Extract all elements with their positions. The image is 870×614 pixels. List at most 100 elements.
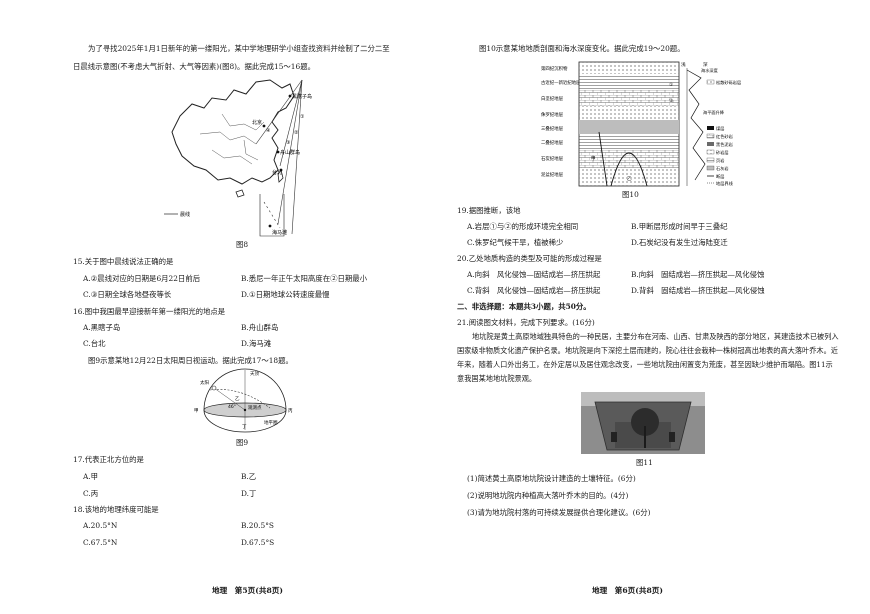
q17-option-a: A.甲 (83, 472, 99, 481)
right-page: 图10示意某地地质剖面和海水深度变化。据此完成19～20题。 第四纪沉积物 古近… (435, 0, 870, 614)
yi-label: 乙 (235, 395, 240, 402)
fig8-caption: 图8 (236, 240, 249, 249)
q16-option-d: D.海马滩 (241, 339, 272, 348)
period-label-4: 侏罗纪地层 (541, 111, 564, 118)
taiyang-label: 太阳 (200, 379, 209, 386)
q19-option-c: C.侏罗纪气候干旱，植被稀少 (467, 238, 564, 247)
hainan-island (235, 189, 245, 198)
mark-2: ② (669, 98, 673, 104)
nine-dash-line (263, 201, 281, 229)
sea-curve-label: 海平面升降 (703, 109, 725, 116)
period-label-7: 石炭纪地层 (541, 155, 564, 162)
fig8-intro-line2: 日晨线示意图(不考虑大气折射、大气等因素)(图8)。据此完成15～16题。 (73, 62, 315, 71)
legend-7: 石灰岩 (716, 165, 729, 172)
legend-label: 晨线 (180, 211, 190, 218)
tianding-label: 天顶 (250, 371, 259, 377)
haima-point (268, 224, 272, 228)
dawn-mark-4: ④ (266, 128, 271, 134)
beijing-point (262, 124, 266, 128)
q21-sub3: (3)请为地坑院村落的可持续发展提供合理化建议。(6分) (467, 508, 651, 517)
fig9-caption: 图9 (236, 438, 249, 447)
q17-stem: 17.代表正北方位的是 (73, 455, 144, 464)
dawn-mark-2: ② (294, 130, 299, 136)
dawn-line-3 (277, 79, 303, 225)
bing-label: 丙 (288, 408, 293, 414)
q20-option-b: B.向斜 固结成岩—挤压拱起—风化侵蚀 (631, 270, 765, 279)
taibei-label: 台北 (272, 169, 282, 176)
beijing-label: 北京 (252, 119, 262, 126)
observer-point (243, 408, 247, 412)
q15-option-d: D.①日期地球公转速度最慢 (241, 290, 330, 299)
layer-permian (579, 134, 679, 150)
legend-2: 煤层 (716, 125, 724, 132)
depth-shallow: 浅 (681, 61, 686, 68)
observer-label: 观测点 (248, 404, 262, 411)
period-label-5: 三叠纪地层 (541, 125, 564, 132)
legend-9: 地层界线 (716, 180, 734, 187)
fig10-intro: 图10示意某地地质剖面和海水深度变化。据此完成19～20题。 (479, 44, 685, 53)
depth-deep: 深 (703, 61, 708, 68)
china-outline (171, 79, 295, 185)
fig11-photo (581, 392, 705, 454)
period-label-6: 二叠纪地层 (541, 139, 564, 146)
q20-stem: 20.乙处地质构造的类型及可能的形成过程是 (457, 254, 602, 263)
q19-stem: 19.据图推断，该地 (457, 206, 521, 215)
zhoushan-point (276, 150, 280, 154)
dawn-line-1 (279, 79, 303, 167)
left-page: 为了寻找2025年1月1日新年的第一缕阳光，某中学地理研学小组查找资料并绘制了二… (73, 44, 390, 595)
cave-door-right (669, 432, 675, 442)
q16-option-b: B.舟山群岛 (241, 323, 279, 332)
zhoushan-label: 舟山群岛 (280, 149, 300, 156)
heixiazi-label: 黑瞎子岛 (292, 93, 312, 100)
period-label-3: 白垩纪地层 (541, 95, 564, 102)
period-label-8: 泥盆纪地层 (541, 171, 564, 178)
q21-sub2: (2)说明地坑院内种植高大落叶乔木的目的。(4分) (467, 491, 629, 500)
q19-option-d: D.石炭纪没有发生过海陆变迁 (631, 238, 728, 247)
dawn-mark-1: ① (300, 114, 305, 120)
angle-label: 46° (228, 404, 236, 410)
q15-stem: 15.关于图中晨线说法正确的是 (73, 257, 174, 266)
q16-stem: 16.图中我国最早迎接新年第一缕阳光的地点是 (73, 307, 226, 316)
q20-option-c: C.背斜 风化侵蚀—固结成岩—挤压拱起 (467, 286, 601, 295)
fig9-intro: 图9示意某地12月22日太阳周日视运动。据此完成17～18题。 (88, 356, 293, 365)
sun-path (209, 389, 271, 409)
period-label-2: 古近纪—新近纪地层 (541, 79, 581, 86)
dawn-line-2 (291, 79, 303, 235)
q17-option-c: C.丙 (83, 489, 99, 498)
fig8-map: 黑瞎子岛 北京 舟山群岛 台北 海马滩 ① ② ③ ④ 晨线 (164, 79, 312, 237)
left-period-labels: 第四纪沉积物 古近纪—新近纪地层 白垩纪地层 侏罗纪地层 三叠纪地层 二叠纪地层… (541, 65, 581, 178)
q18-option-a: A.20.5°N (83, 521, 118, 530)
q20-option-d: D.背斜 固结成岩—挤压拱起—风化侵蚀 (631, 286, 765, 295)
q17-option-d: D.丁 (241, 489, 257, 498)
legend-1: 松散砂砾岩层 (716, 79, 741, 86)
section-two-heading: 二、非选择题：本题共3小题，共50分。 (457, 302, 591, 311)
mark-1: ① (669, 82, 673, 88)
fig10-section: 第四纪沉积物 古近纪—新近纪地层 白垩纪地层 侏罗纪地层 三叠纪地层 二叠纪地层… (541, 61, 741, 187)
sun-marker (211, 385, 217, 391)
left-page-footer: 地理 第5页(共8页) (212, 586, 283, 595)
legend-8: 断层 (716, 173, 724, 180)
fig11-caption: 图11 (636, 458, 653, 467)
anticline-fold (610, 152, 648, 187)
q16-option-a: A.黑瞎子岛 (83, 323, 121, 332)
sea-level-curve (686, 69, 706, 181)
mark-yi: 乙 (627, 175, 632, 182)
taibei-point (279, 168, 283, 172)
cave-door-left (611, 432, 617, 442)
sea-depth-label: 海水深度 (701, 67, 719, 74)
heixiazi-point (288, 94, 292, 98)
q18-stem: 18.该地的地理纬度可能是 (73, 505, 159, 514)
q20-option-a: A.向斜 风化侵蚀—固结成岩—挤压拱起 (467, 270, 601, 279)
dawn-line-4 (255, 79, 303, 145)
legend-6: 页岩 (716, 157, 724, 164)
province-lines (199, 113, 265, 165)
q21-material: 地坑院是黄土高原地域独具特色的一种民居，主要分布在河南、山西、甘肃及陕西的部分地… (457, 332, 839, 383)
layer-tertiary (579, 74, 679, 90)
tree-canopy (631, 408, 659, 436)
layer-jurassic (579, 106, 679, 120)
q18-option-c: C.67.5°N (83, 538, 118, 547)
legend-3: 红色砂岩 (716, 133, 733, 140)
q18-option-d: D.67.5°S (241, 538, 275, 547)
haima-label: 海马滩 (272, 229, 287, 236)
legend-4: 黑色泥岩 (716, 141, 733, 148)
